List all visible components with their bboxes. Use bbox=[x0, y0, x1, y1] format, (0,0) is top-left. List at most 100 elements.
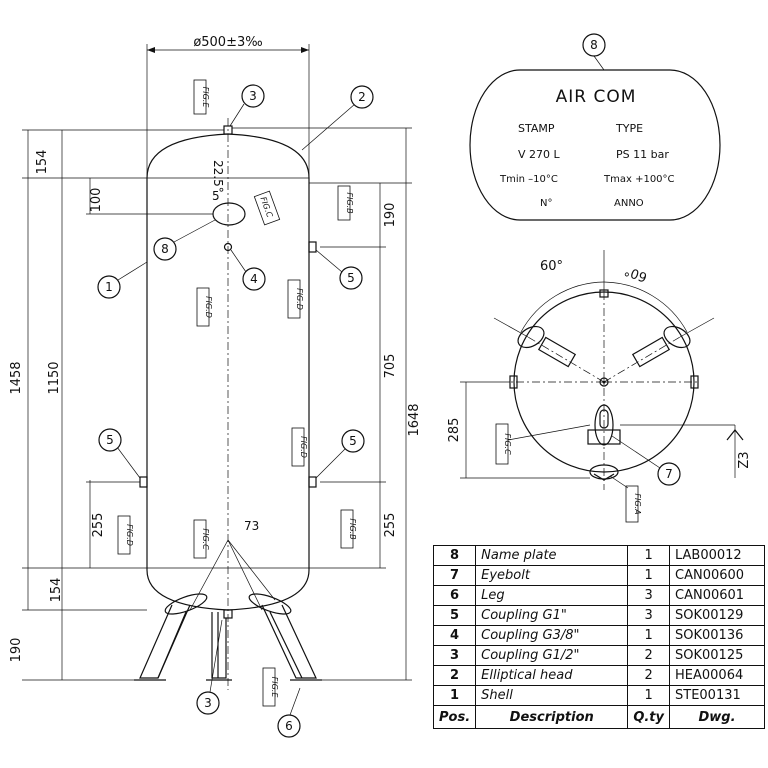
bom-cell-dwg: CAN00601 bbox=[669, 585, 765, 606]
nameplate-title: AIR COM bbox=[556, 87, 637, 107]
dim-705: 705 bbox=[383, 354, 398, 379]
dim-255-left: 255 bbox=[91, 513, 106, 538]
svg-text:FIG.D: FIG.D bbox=[204, 296, 213, 318]
svg-text:FIG.D: FIG.D bbox=[295, 288, 304, 310]
bom-cell-qty: 3 bbox=[627, 605, 670, 626]
angle-60-left: 60° bbox=[540, 259, 563, 274]
bom-cell-dwg: LAB00012 bbox=[669, 545, 765, 566]
fig-a-plan-tag: FIG.A bbox=[609, 475, 642, 523]
plan-leg-right bbox=[631, 325, 691, 368]
bom-cell-qty: 1 bbox=[627, 545, 670, 566]
balloon-1 bbox=[97, 275, 121, 299]
bom-cell-dwg: STE00131 bbox=[669, 685, 765, 706]
bom-cell-pos: 7 bbox=[432, 565, 477, 586]
bom-cell-desc: Coupling G1" bbox=[475, 605, 629, 626]
balloon-3-top bbox=[241, 84, 265, 108]
svg-text:3: 3 bbox=[249, 89, 257, 103]
bom-cell-desc: Coupling G3/8" bbox=[475, 625, 629, 646]
angle-22-5: 22.5° bbox=[211, 160, 225, 193]
legs bbox=[134, 593, 322, 681]
nameplate-outline bbox=[469, 69, 721, 221]
balloon-8-plate bbox=[582, 33, 606, 57]
svg-text:7: 7 bbox=[665, 467, 673, 481]
bom-cell-desc: Eyebolt bbox=[475, 565, 629, 586]
nameplate-serial: N° bbox=[540, 198, 552, 209]
bom-cell-qty: 1 bbox=[627, 565, 670, 586]
nameplate-volume: V 270 L bbox=[518, 148, 561, 161]
bom-header-qty: Q.ty bbox=[627, 705, 670, 729]
balloon-6 bbox=[277, 714, 301, 738]
bom-cell-dwg: SOK00136 bbox=[669, 625, 765, 646]
dim-1150: 1150 bbox=[47, 361, 62, 394]
svg-text:FIG.A: FIG.A bbox=[633, 493, 642, 514]
balloon-3-bottom bbox=[196, 691, 220, 715]
right-upper-coupling bbox=[308, 241, 317, 253]
svg-text:FIG.B: FIG.B bbox=[345, 192, 354, 213]
svg-text:FIG.C: FIG.C bbox=[201, 528, 210, 550]
svg-text:FIG.C: FIG.C bbox=[503, 433, 512, 455]
name-plate: 8 AIR COM STAMP TYPE V 270 L PS 11 bar T… bbox=[469, 33, 721, 221]
fig-c-top-tag: FIG.C bbox=[253, 190, 281, 226]
svg-text:FIG.E: FIG.E bbox=[270, 677, 279, 699]
bom-cell-desc: Shell bbox=[475, 685, 629, 706]
balloons-side: 3 2 8 1 4 5 5 5 3 6 bbox=[97, 84, 374, 738]
svg-text:1: 1 bbox=[105, 280, 113, 294]
bom-header-dwg: Dwg. bbox=[669, 705, 765, 729]
small-73: 73 bbox=[244, 519, 259, 533]
tank-shell bbox=[146, 133, 310, 611]
plan-eyebolt bbox=[594, 404, 614, 446]
fig-c-plan-tag: FIG.C bbox=[495, 423, 591, 465]
figure-tags-side: FIG.E FIG.C FIG.B FIG.D FIG.D FIG.D FIG.… bbox=[117, 79, 357, 707]
svg-text:FIG.E: FIG.E bbox=[201, 87, 210, 109]
svg-text:2: 2 bbox=[358, 90, 366, 104]
svg-text:FIG.D: FIG.D bbox=[299, 436, 308, 458]
nameplate-tmax: Tmax +100°C bbox=[603, 174, 675, 185]
bom-cell-pos: 8 bbox=[432, 545, 477, 566]
bom-cell-dwg: SOK00125 bbox=[669, 645, 765, 666]
bottom-coupling bbox=[223, 609, 233, 619]
svg-text:5: 5 bbox=[106, 433, 114, 447]
svg-text:FIG.B: FIG.B bbox=[348, 518, 357, 539]
fig-e-top-tag: FIG.E bbox=[193, 79, 210, 115]
bom-cell-pos: 5 bbox=[432, 605, 477, 626]
balloon-4 bbox=[242, 267, 266, 291]
bom-cell-desc: Elliptical head bbox=[475, 665, 629, 686]
dim-285: 285 bbox=[447, 418, 462, 443]
bom-cell-pos: 6 bbox=[432, 585, 477, 606]
dim-255-right: 255 bbox=[383, 513, 398, 538]
svg-text:6: 6 bbox=[285, 719, 293, 733]
bom-cell-qty: 1 bbox=[627, 685, 670, 706]
plan-leg-bottom bbox=[589, 464, 619, 481]
svg-text:8: 8 bbox=[590, 38, 598, 52]
right-lower-coupling bbox=[308, 476, 317, 488]
dim-100: 100 bbox=[89, 188, 104, 213]
angle-60-right: 60° bbox=[623, 262, 650, 284]
nameplate-stamp: STAMP bbox=[518, 122, 555, 135]
svg-text:5: 5 bbox=[347, 271, 355, 285]
bom-cell-pos: 1 bbox=[432, 685, 477, 706]
balloon-7 bbox=[657, 462, 681, 486]
fig-b-top-tag: FIG.B bbox=[337, 185, 354, 221]
bom-cell-desc: Leg bbox=[475, 585, 629, 606]
nameplate-pressure: PS 11 bar bbox=[616, 148, 669, 161]
fig-d-right-tag: FIG.D bbox=[291, 427, 308, 467]
svg-text:4: 4 bbox=[250, 272, 258, 286]
dim-154-top: 154 bbox=[35, 150, 50, 175]
coupling-4-mark bbox=[223, 242, 233, 252]
bom-header-row: Pos. Description Q.ty Dwg. bbox=[432, 705, 765, 729]
left-lower-coupling bbox=[139, 476, 148, 488]
bom-cell-desc: Coupling G1/2" bbox=[475, 645, 629, 666]
nameplate-year: ANNO bbox=[614, 198, 644, 209]
dim-1648: 1648 bbox=[407, 403, 422, 436]
bom-cell-qty: 2 bbox=[627, 665, 670, 686]
bom-cell-qty: 2 bbox=[627, 645, 670, 666]
dim-154-bottom: 154 bbox=[49, 578, 64, 603]
